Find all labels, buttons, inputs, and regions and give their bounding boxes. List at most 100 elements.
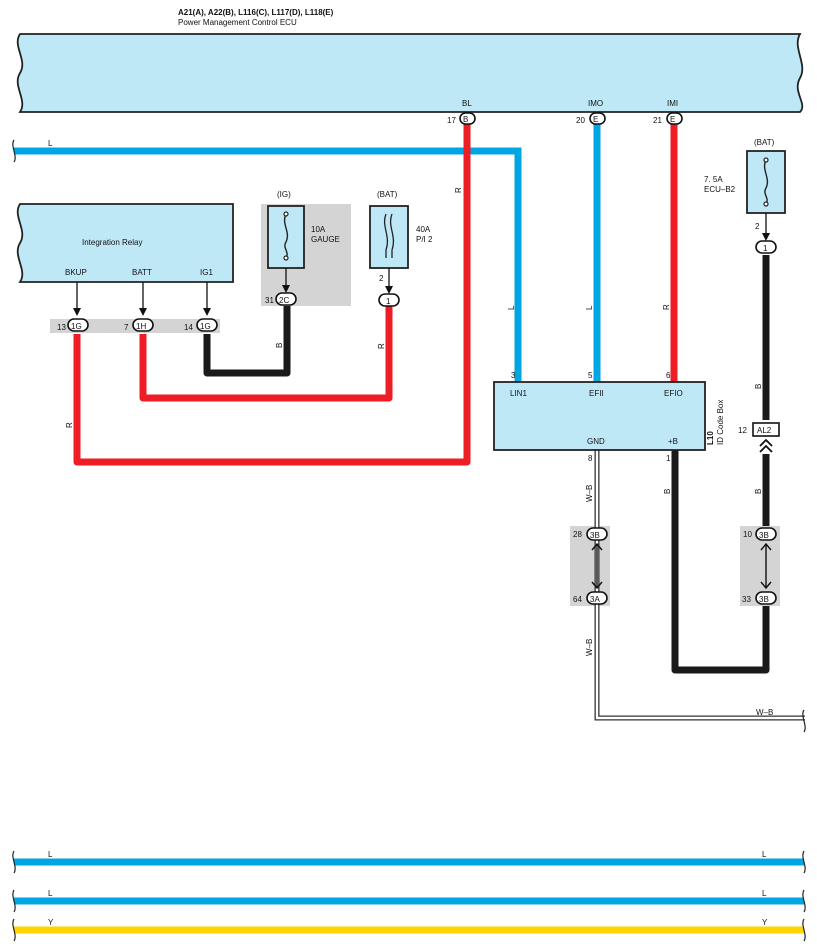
pin-conn: E bbox=[593, 115, 598, 124]
pin-num: 14 bbox=[184, 323, 193, 332]
wire-r-batt bbox=[139, 306, 393, 402]
pin-name: IMO bbox=[588, 99, 603, 108]
pi2-name: P/I 2 bbox=[416, 235, 433, 244]
wire-break-mark bbox=[12, 918, 806, 942]
junction-id: 3A bbox=[590, 595, 600, 604]
relay-terminal-ig1: 14 1G bbox=[184, 318, 218, 332]
arrow bbox=[591, 542, 603, 551]
arrow bbox=[760, 542, 772, 551]
wire-l-lin1 bbox=[14, 147, 522, 382]
ecub2-pin: 2 bbox=[755, 222, 760, 231]
gauge-supply: (IG) bbox=[277, 190, 291, 199]
terminal bbox=[666, 112, 683, 125]
ecub2-rating: 7. 5A bbox=[704, 175, 723, 184]
wire-label: B bbox=[754, 489, 763, 494]
fuse-icon bbox=[763, 159, 769, 205]
pin-conn: B bbox=[463, 115, 468, 124]
junction-id: 3B bbox=[590, 531, 600, 540]
idbox-pin-gnd: GND bbox=[587, 437, 605, 446]
idbox-pin-lin1: LIN1 bbox=[510, 389, 527, 398]
wire-b-plusb bbox=[671, 450, 770, 674]
ecub2-supply: (BAT) bbox=[754, 138, 775, 147]
wire-label: W–B bbox=[585, 639, 594, 656]
terminal bbox=[378, 293, 400, 307]
gauge-conn: 2C bbox=[279, 296, 289, 305]
al2-id: AL2 bbox=[757, 426, 772, 435]
idbox-pin-num: 6 bbox=[666, 371, 671, 380]
relay-pin-bkup: BKUP bbox=[65, 268, 87, 277]
pi2-rating: 40A bbox=[416, 225, 431, 234]
pin-num: 20 bbox=[576, 116, 585, 125]
idbox-pin-plusb: +B bbox=[668, 437, 678, 446]
idbox-pin-efii: EFII bbox=[589, 389, 604, 398]
fuse-icon bbox=[283, 213, 289, 259]
wire-label: L bbox=[48, 850, 53, 859]
wire-break-mark bbox=[12, 889, 806, 913]
junction-id: 3B bbox=[759, 531, 769, 540]
connector-3b bbox=[755, 527, 777, 541]
idbox-pin-num: 1 bbox=[666, 454, 671, 463]
wire-label: Y bbox=[48, 918, 54, 927]
terminal bbox=[132, 318, 154, 332]
wire-label: B bbox=[663, 489, 672, 494]
pin-num: 17 bbox=[447, 116, 456, 125]
connector-3b bbox=[755, 591, 777, 605]
pin-name: BL bbox=[462, 99, 472, 108]
terminal bbox=[196, 318, 218, 332]
relay-terminal-batt: 7 1H bbox=[124, 318, 154, 332]
relay-name: Integration Relay bbox=[82, 238, 142, 247]
al2-num: 12 bbox=[738, 426, 747, 435]
wire-label: L bbox=[585, 305, 594, 310]
pin-conn: 1G bbox=[200, 322, 211, 331]
wire-break-mark bbox=[12, 139, 16, 163]
gauge-pin: 31 bbox=[265, 296, 274, 305]
idbox-pin-efio: EFIO bbox=[664, 389, 683, 398]
arrow bbox=[760, 581, 772, 590]
wire-label: L bbox=[507, 305, 516, 310]
idbox-name: ID Code Box bbox=[716, 400, 725, 445]
wire-label: R bbox=[65, 422, 74, 428]
wire-label: Y bbox=[762, 918, 768, 927]
connector-al2 bbox=[752, 422, 780, 437]
ecu-pin-imi: IMI 21 E bbox=[653, 99, 683, 125]
pin-num: 7 bbox=[124, 323, 129, 332]
wire-label: L bbox=[48, 139, 53, 148]
ecu-pin-imo: IMO 20 E bbox=[576, 99, 606, 125]
wire-label: L bbox=[762, 889, 767, 898]
pi2-pin: 2 bbox=[379, 274, 384, 283]
junction-pin: 28 bbox=[573, 530, 582, 539]
integration-relay bbox=[16, 203, 234, 283]
pin-num: 13 bbox=[57, 323, 66, 332]
junction-pin: 64 bbox=[573, 595, 582, 604]
relay-terminal-bkup: 13 1G bbox=[57, 318, 89, 332]
wire-label: W–B bbox=[585, 485, 594, 502]
wire-break-mark bbox=[12, 850, 806, 874]
junction-pin: 33 bbox=[742, 595, 751, 604]
wire-label: L bbox=[762, 850, 767, 859]
junction-id: 3B bbox=[759, 595, 769, 604]
wire-label: B bbox=[754, 384, 763, 389]
connector-chevron-icon bbox=[759, 438, 773, 453]
pin-conn: 1H bbox=[136, 322, 146, 331]
ecu-name: Power Management Control ECU bbox=[178, 18, 297, 27]
relay-pin-batt: BATT bbox=[132, 268, 152, 277]
pin-name: IMI bbox=[667, 99, 678, 108]
connector-3b bbox=[586, 527, 608, 541]
idbox-code: L10 bbox=[706, 431, 715, 445]
wire-label: R bbox=[377, 343, 386, 349]
idbox-pin-num: 5 bbox=[588, 371, 593, 380]
wire-label: R bbox=[454, 187, 463, 193]
fusible-link-icon bbox=[383, 213, 395, 258]
ecub2-conn: 1 bbox=[763, 244, 768, 253]
arrow bbox=[591, 581, 603, 590]
wire-b-ig1 bbox=[203, 306, 291, 377]
terminal bbox=[589, 112, 606, 125]
pin-num: 21 bbox=[653, 116, 662, 125]
ecu-code: A21(A), A22(B), L116(C), L117(D), L118(E… bbox=[178, 8, 334, 17]
relay-pin-ig1: IG1 bbox=[200, 268, 213, 277]
pin-conn: E bbox=[670, 115, 675, 124]
connector-3a bbox=[586, 591, 608, 605]
idbox-pin-num: 3 bbox=[511, 371, 516, 380]
ecu-pin-bl: BL 17 B bbox=[447, 99, 476, 125]
